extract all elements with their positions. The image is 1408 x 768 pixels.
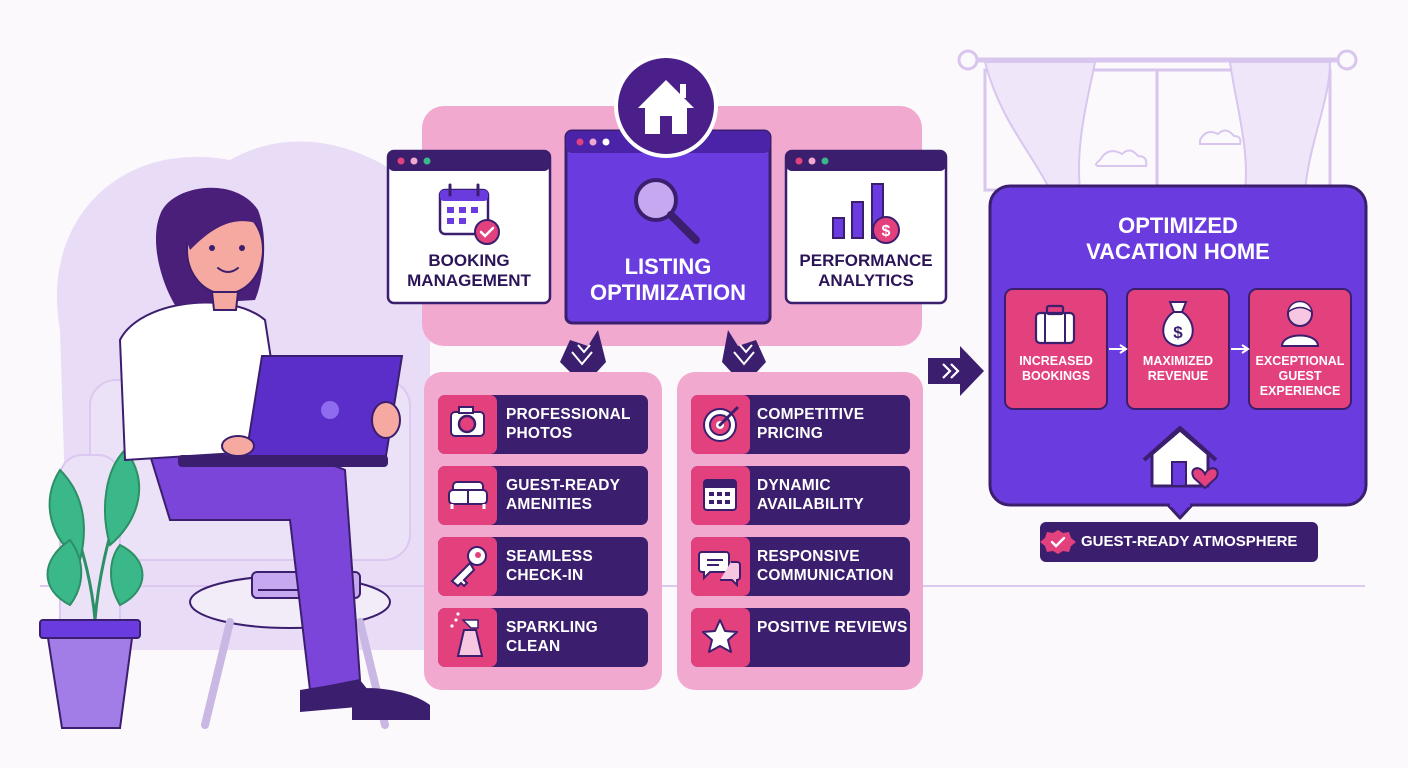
right-item-1-label: COMPETITIVE PRICING: [757, 406, 865, 442]
left-item-2-label: GUEST-READY AMENITIES: [506, 477, 620, 513]
left-item-4: [438, 608, 648, 667]
suitcase-icon: [1034, 304, 1076, 345]
outcome-step-arrows: [1109, 344, 1250, 354]
right-item-1: [691, 395, 910, 454]
plant-decor: [39, 448, 144, 729]
person-illustration: [118, 187, 430, 720]
performance-analytics-title: PERFORMANCE ANALYTICS: [799, 251, 933, 291]
calendar-grid-icon: [703, 479, 737, 511]
check-badge-icon: [1040, 530, 1076, 554]
right-item-3-label: RESPONSIVE COMMUNICATION: [757, 548, 894, 584]
right-item-3: [691, 537, 910, 596]
left-item-4-label: SPARKLING CLEAN: [506, 619, 598, 655]
house-icon: [638, 80, 694, 134]
outcome-step-1-label: INCREASED BOOKINGS: [1019, 354, 1093, 383]
left-item-3: [438, 537, 648, 596]
window-curtains-decor: [957, 49, 1358, 192]
magnifier-icon: [634, 178, 700, 244]
star-icon: [702, 619, 738, 653]
money-bag-icon: $: [1162, 301, 1194, 348]
svg-text:$: $: [882, 223, 891, 240]
outcome-step-2-label: MAXIMIZED REVENUE: [1142, 354, 1214, 383]
outcome-step-3-label: EXCEPTIONAL GUEST EXPERIENCE: [1255, 354, 1345, 398]
right-item-2: [691, 466, 910, 525]
outcome-step-3: [1248, 288, 1352, 410]
house-badge: [614, 54, 718, 158]
outcome-step-1: [1004, 288, 1108, 410]
house-heart-icon: [1142, 426, 1219, 490]
left-item-1-label: PROFESSIONAL PHOTOS: [506, 406, 631, 442]
svg-text:$: $: [1173, 323, 1183, 342]
left-item-1: [438, 395, 648, 454]
bar-chart-dollar-icon: $: [832, 183, 900, 244]
guest-avatar-icon: [1280, 300, 1320, 347]
calendar-check-icon: [438, 183, 500, 245]
spray-bottle-icon: [450, 612, 484, 657]
chat-bubbles-icon: [698, 551, 741, 588]
guest-ready-badge-label: GUEST-READY ATMOSPHERE: [1081, 533, 1298, 550]
left-item-3-label: SEAMLESS CHECK-IN: [506, 548, 593, 584]
sofa-icon: [448, 481, 488, 509]
performance-analytics-card: $: [784, 149, 948, 305]
left-item-2: [438, 466, 648, 525]
guest-ready-badge: [1040, 522, 1318, 562]
listing-optimization-title: LISTING OPTIMIZATION: [589, 254, 747, 306]
booking-management-card: [386, 149, 552, 305]
target-icon: [703, 406, 739, 442]
camera-icon: [450, 406, 485, 437]
outcome-title: OPTIMIZED VACATION HOME: [1086, 213, 1270, 265]
arrow-to-outcome: [928, 346, 984, 396]
right-item-4-label: POSITIVE REVIEWS: [757, 619, 908, 636]
right-item-4: [691, 608, 910, 667]
key-icon: [450, 546, 487, 588]
outcome-step-2: $: [1126, 288, 1230, 410]
booking-management-title: BOOKING MANAGEMENT: [407, 251, 531, 291]
right-item-2-label: DYNAMIC AVAILABILITY: [757, 477, 864, 513]
